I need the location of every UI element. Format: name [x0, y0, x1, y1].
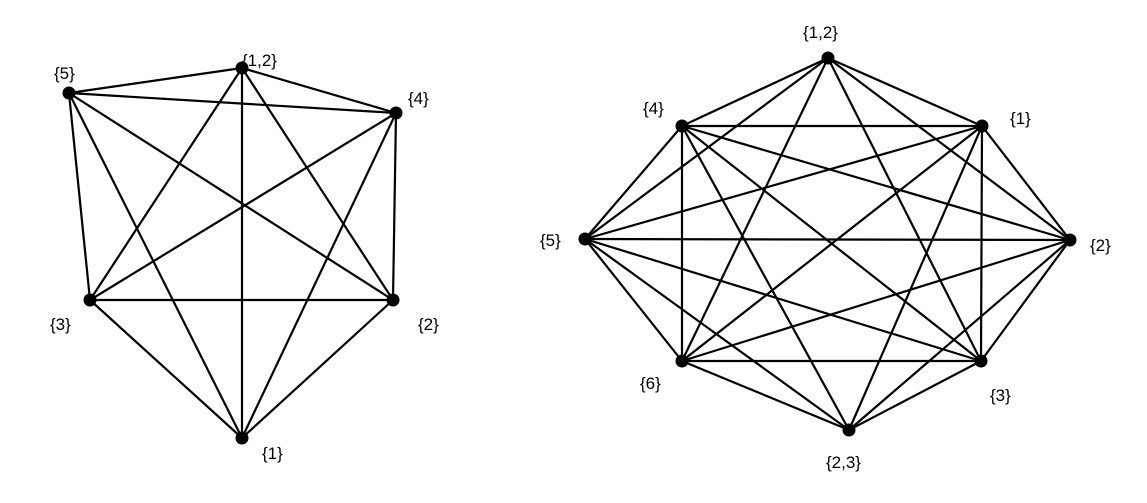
left-vertex-v5 [62, 86, 76, 100]
right-vertex-v4 [675, 119, 689, 133]
left-edge-v4-v2 [391, 111, 398, 302]
right-vertex-label-v4: {4} [643, 99, 664, 118]
labels-layer: {1,2} {5} {4} {3} {2} {1} {1,2} {1} {2} {3} {2,3} {… [50, 23, 1111, 472]
right-edge-v1-v3 [979, 124, 984, 363]
right-edge-v3-v4 [680, 124, 983, 363]
right-edge-v2-v23 [847, 238, 1072, 432]
right-vertex-v1 [975, 119, 989, 133]
edges-layer [67, 56, 1072, 440]
left-edge-v5-v4 [67, 91, 398, 115]
left-vertex-label-v2: {2} [418, 315, 439, 334]
right-vertex-label-v1: {1} [1010, 109, 1031, 128]
right-vertex-v3 [974, 354, 988, 368]
left-edge-v5-v3 [67, 91, 92, 302]
right-vertex-v5 [578, 232, 592, 246]
right-vertex-label-v5: {5} [540, 231, 561, 250]
left-edge-v5-v1 [67, 91, 244, 440]
left-vertex-label-v12: {1,2} [242, 51, 277, 70]
left-vertex-v4 [389, 106, 403, 120]
right-edge-v23-v6 [680, 359, 851, 432]
right-edge-v5-v4 [583, 124, 684, 241]
left-edge-v12-v4 [240, 66, 398, 115]
left-vertex-label-v3: {3} [50, 315, 71, 334]
left-vertex-label-v5: {5} [54, 64, 75, 83]
right-edge-v23-v4 [680, 124, 851, 432]
right-edge-v12-v5 [583, 56, 830, 241]
right-vertex-v2 [1063, 233, 1077, 247]
left-vertex-v3 [83, 293, 97, 307]
left-edge-v4-v3 [88, 111, 398, 302]
left-vertex-label-v4: {4} [408, 89, 429, 108]
right-edge-v23-v5 [583, 237, 851, 432]
right-vertex-label-v3: {3} [990, 386, 1011, 405]
left-edge-v3-v1 [88, 298, 244, 440]
right-edge-v12-v4 [680, 56, 830, 128]
right-edge-v2-v4 [680, 124, 1072, 242]
right-edge-v1-v23 [847, 124, 984, 432]
left-vertex-v2 [386, 293, 400, 307]
left-edge-v12-v2 [240, 66, 395, 302]
right-edge-v3-v5 [583, 237, 983, 363]
right-edge-v12-v3 [826, 56, 983, 363]
left-edge-v2-v1 [240, 298, 395, 440]
right-edge-v2-v3 [979, 238, 1072, 363]
left-vertex-v12 [235, 61, 249, 75]
left-vertex-v1 [235, 431, 249, 445]
left-edge-v5-v2 [67, 91, 395, 302]
right-vertex-label-v23: {2,3} [826, 453, 861, 472]
left-edge-v4-v1 [240, 111, 398, 440]
right-vertex-v23 [842, 423, 856, 437]
left-edge-v12-v5 [67, 66, 244, 95]
right-vertex-label-v2: {2} [1090, 236, 1111, 255]
right-edge-v12-v6 [680, 56, 830, 363]
right-edge-v12-v1 [826, 56, 984, 128]
right-edge-v12-v2 [826, 56, 1072, 242]
right-edge-v1-v5 [583, 124, 984, 241]
vertices-layer [62, 51, 1077, 445]
left-vertex-label-v1: {1} [262, 444, 283, 463]
right-edge-v2-v6 [680, 238, 1072, 363]
right-edge-v3-v23 [847, 359, 983, 432]
left-edge-v12-v3 [88, 66, 244, 302]
right-vertex-v6 [675, 354, 689, 368]
right-edge-v6-v5 [583, 237, 684, 363]
right-vertex-v12 [821, 51, 835, 65]
right-edge-v1-v2 [980, 124, 1072, 242]
right-vertex-label-v12: {1,2} [803, 23, 838, 42]
right-vertex-label-v6: {6} [640, 374, 661, 393]
